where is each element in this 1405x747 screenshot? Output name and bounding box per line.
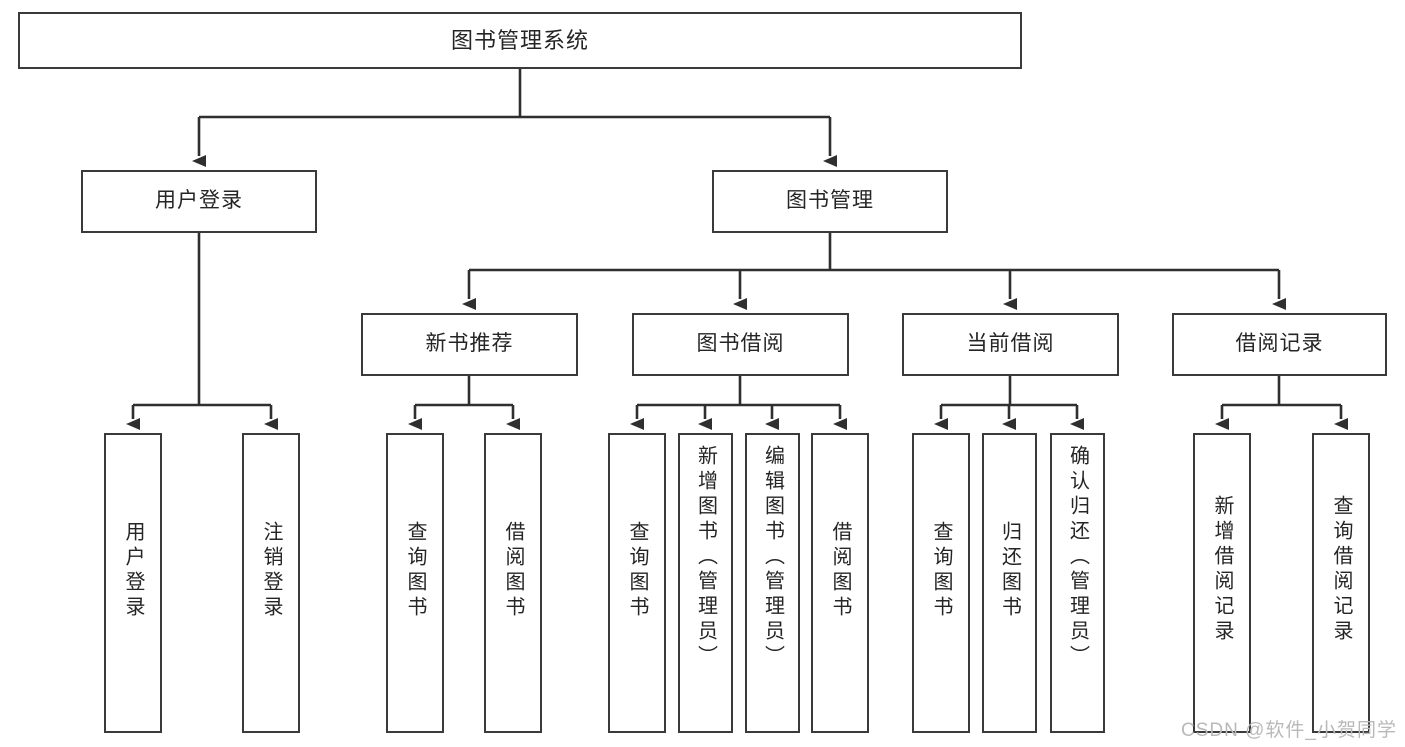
leaf-node-return-book[interactable]: 归还图书 bbox=[982, 433, 1037, 733]
leaf-node-query-book-new-recommend[interactable]: 查询图书 bbox=[386, 433, 444, 733]
node-root-book-management-system[interactable]: 图书管理系统 bbox=[18, 12, 1022, 69]
leaf-label: 借阅图书 bbox=[502, 521, 524, 621]
node-borrowing-record[interactable]: 借阅记录 bbox=[1172, 313, 1387, 376]
leaf-label: 新增借阅记录 bbox=[1211, 495, 1233, 645]
leaf-node-user-login[interactable]: 用户登录 bbox=[104, 433, 162, 733]
leaf-node-add-borrow-record[interactable]: 新增借阅记录 bbox=[1193, 433, 1251, 733]
node-user-login[interactable]: 用户登录 bbox=[81, 170, 317, 233]
leaf-node-confirm-return-admin[interactable]: 确认归还（管理员） bbox=[1050, 433, 1105, 733]
leaf-node-logout[interactable]: 注销登录 bbox=[242, 433, 300, 733]
csdn-watermark: CSDN @软件_小贺同学 bbox=[1181, 720, 1397, 741]
leaf-node-add-book-admin[interactable]: 新增图书（管理员） bbox=[678, 433, 733, 733]
leaf-node-borrow-book-new-recommend[interactable]: 借阅图书 bbox=[484, 433, 542, 733]
leaf-node-query-book-current[interactable]: 查询图书 bbox=[912, 433, 970, 733]
leaf-label: 查询图书 bbox=[404, 521, 426, 621]
leaf-label: 查询借阅记录 bbox=[1330, 495, 1352, 645]
leaf-label: 新增图书（管理员） bbox=[694, 445, 717, 670]
node-label: 当前借阅 bbox=[966, 332, 1055, 356]
leaf-label: 用户登录 bbox=[122, 521, 144, 621]
leaf-label: 归还图书 bbox=[998, 521, 1021, 621]
node-book-management[interactable]: 图书管理 bbox=[712, 170, 948, 233]
leaf-label: 查询图书 bbox=[626, 521, 648, 621]
leaf-node-borrow-book[interactable]: 借阅图书 bbox=[811, 433, 869, 733]
node-label: 图书管理系统 bbox=[450, 27, 589, 53]
leaf-label: 借阅图书 bbox=[829, 521, 851, 621]
leaf-label: 注销登录 bbox=[260, 521, 282, 621]
leaf-label: 编辑图书（管理员） bbox=[761, 445, 784, 670]
node-book-borrowing[interactable]: 图书借阅 bbox=[632, 313, 849, 376]
node-current-borrowing[interactable]: 当前借阅 bbox=[902, 313, 1119, 376]
leaf-label: 确认归还（管理员） bbox=[1066, 445, 1089, 670]
leaf-node-edit-book-admin[interactable]: 编辑图书（管理员） bbox=[745, 433, 800, 733]
node-label: 图书管理 bbox=[786, 189, 874, 213]
leaf-label: 查询图书 bbox=[930, 521, 952, 621]
leaf-node-query-book-borrow[interactable]: 查询图书 bbox=[608, 433, 666, 733]
node-new-book-recommendation[interactable]: 新书推荐 bbox=[361, 313, 578, 376]
node-label: 用户登录 bbox=[155, 189, 243, 213]
node-label: 图书借阅 bbox=[696, 332, 785, 356]
node-label: 借阅记录 bbox=[1235, 332, 1324, 356]
leaf-node-query-borrow-record[interactable]: 查询借阅记录 bbox=[1312, 433, 1370, 733]
node-label: 新书推荐 bbox=[425, 332, 514, 356]
